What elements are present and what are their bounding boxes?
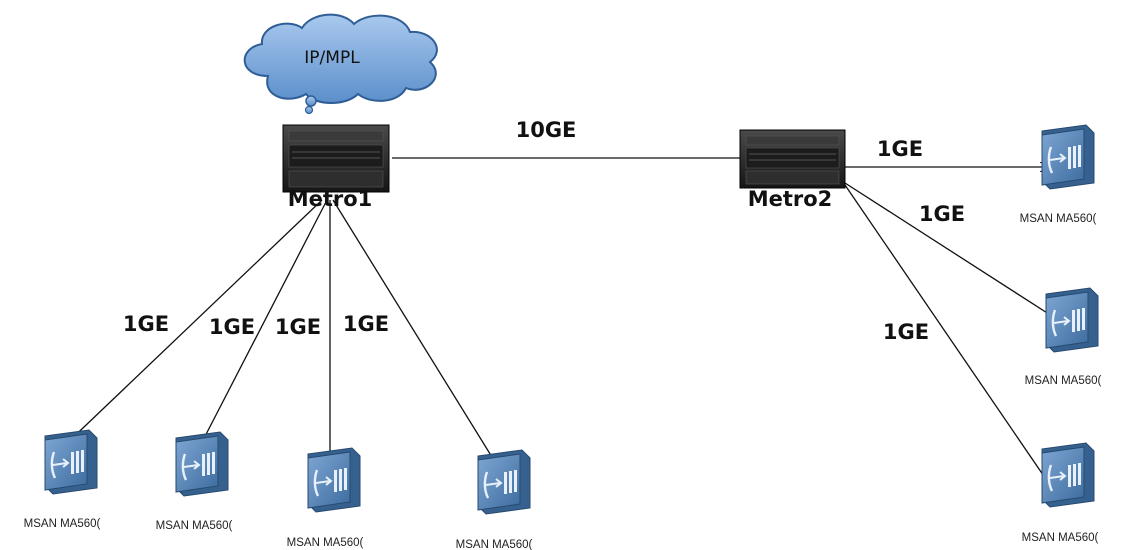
link-label-1ge: 1GE (123, 312, 169, 336)
msan-label: MSAN MA560( (287, 537, 364, 549)
msan-icon (1045, 287, 1099, 353)
msan-node: MSAN MA560( (24, 429, 101, 530)
metro2-label: Metro2 (748, 187, 833, 211)
ip-mpls-cloud: IP/MPL (243, 13, 438, 115)
link-label-10ge: 10GE (516, 118, 577, 142)
link-label-1ge: 1GE (877, 137, 923, 161)
metro1-label: Metro1 (288, 187, 373, 211)
cloud-label: IP/MPL (304, 48, 360, 68)
metro1-router: Metro1 (282, 124, 390, 211)
link-metro1-msan1 (62, 199, 323, 448)
msan-label: MSAN MA560( (1020, 213, 1097, 225)
link-metro2-msan6 (844, 182, 1055, 318)
metro2-router: Metro2 (739, 129, 846, 211)
msan-label: MSAN MA560( (456, 539, 533, 550)
msan-icon (1041, 124, 1095, 190)
msan-icon (307, 447, 361, 513)
link-label-1ge: 1GE (919, 202, 965, 226)
msan-node: MSAN MA560( (1025, 287, 1102, 387)
connections (62, 157, 1055, 488)
msan-label: MSAN MA560( (156, 520, 233, 532)
msan-node: MSAN MA560( (156, 431, 233, 532)
msan-icon (175, 431, 229, 497)
msan-label: MSAN MA560( (1025, 375, 1102, 387)
link-metro1-msan2 (200, 199, 328, 446)
msan-node: MSAN MA560( (1020, 124, 1097, 225)
link-metro2-msan7 (844, 184, 1052, 488)
router-icon (739, 129, 846, 189)
msan-label: MSAN MA560( (1022, 532, 1099, 544)
msan-icon (44, 429, 98, 495)
msan-node: MSAN MA560( (456, 449, 533, 550)
link-metro1-msan4 (332, 199, 500, 470)
router-icon (282, 124, 390, 193)
link-label-1ge: 1GE (343, 312, 389, 336)
link-label-1ge: 1GE (275, 315, 321, 339)
link-label-1ge: 1GE (209, 315, 255, 339)
link-label-1ge: 1GE (883, 320, 929, 344)
msan-nodes: MSAN MA560( MSAN MA560( MSAN MA560( MSAN MA… (24, 124, 1102, 550)
msan-node: MSAN MA560( (1022, 442, 1099, 544)
msan-label: MSAN MA560( (24, 518, 101, 530)
cloud-icon (243, 13, 438, 104)
msan-node: MSAN MA560( (287, 447, 364, 549)
msan-icon (1041, 442, 1095, 508)
msan-icon (477, 449, 531, 515)
